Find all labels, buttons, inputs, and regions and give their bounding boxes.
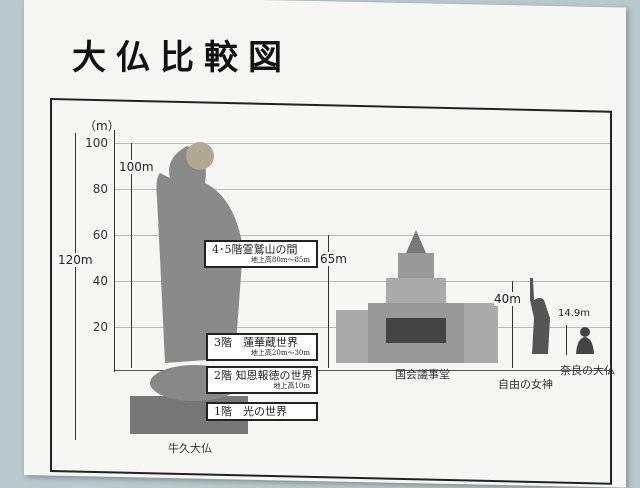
gridline xyxy=(115,143,610,144)
floor-label: 2階 知恩報徳の世界 xyxy=(214,369,313,382)
diet-height-arrow xyxy=(328,235,329,368)
total-height-label: 120m xyxy=(58,253,93,267)
floor-2-label: 2階 知恩報徳の世界地上高10m xyxy=(206,366,318,394)
gridline xyxy=(115,281,610,282)
y-tick: 20 xyxy=(92,320,108,334)
nara-height-label: 14.9m xyxy=(558,308,591,320)
floor-label: 1階 光の世界 xyxy=(214,405,287,418)
nara-buddha-figure xyxy=(576,327,594,354)
liberty-height-arrow xyxy=(512,281,513,368)
ushiku-caption: 牛久大仏 xyxy=(168,442,212,455)
floor-sub: 地上高20m～30m xyxy=(250,349,310,357)
y-tick: 60 xyxy=(92,228,108,242)
y-tick: 40 xyxy=(92,274,108,288)
total-height-arrow xyxy=(75,133,76,440)
y-tick: 100 xyxy=(85,136,108,150)
gridline xyxy=(115,189,610,190)
diet-caption: 国会議事堂 xyxy=(395,368,450,381)
floor-label: 3階 蓮華蔵世界 xyxy=(214,336,298,349)
floor-4-5-label: 4･5階霊鷲山の間地上高80m～85m xyxy=(204,240,318,268)
floor-1-label: 1階 光の世界 xyxy=(206,402,318,421)
gridline xyxy=(115,235,610,236)
statue-of-liberty-figure xyxy=(530,278,550,354)
body-height-arrow xyxy=(131,143,132,368)
y-tick: 80 xyxy=(92,182,108,196)
ground-line xyxy=(115,370,610,371)
floor-label: 4･5階霊鷲山の間 xyxy=(212,243,298,256)
nara-height-arrow xyxy=(566,325,567,355)
floor-3-label: 3階 蓮華蔵世界地上高20m～30m xyxy=(206,333,318,361)
diet-building-figure xyxy=(336,230,498,363)
page-title: 大仏比較図 xyxy=(72,38,292,78)
y-axis xyxy=(114,130,115,372)
nara-caption: 奈良の大仏 xyxy=(560,364,615,377)
diet-height-label: 65m xyxy=(320,252,347,266)
liberty-caption: 自由の女神 xyxy=(498,378,553,391)
floor-sub: 地上高80m～85m xyxy=(250,256,310,264)
y-axis-unit: （m） xyxy=(84,119,120,133)
body-height-label: 100m xyxy=(118,160,155,174)
floor-sub: 地上高10m xyxy=(273,382,310,390)
liberty-height-label: 40m xyxy=(494,292,521,306)
